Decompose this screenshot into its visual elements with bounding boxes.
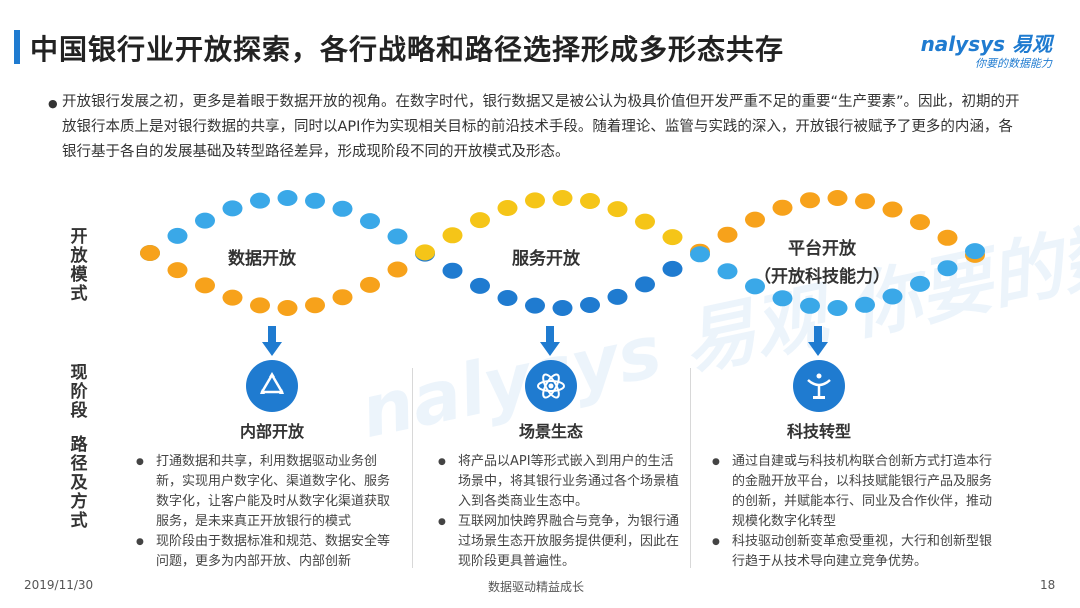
list-item: 互联网加快跨界融合与竞争，为银行通过场景生态开放服务提供便利，因此在现阶段更具普… <box>438 512 682 572</box>
down-arrow-icon <box>808 326 828 356</box>
page-title: 中国银行业开放探索，各行战略和路径选择形成多形态共存 <box>30 33 785 66</box>
helix-dot <box>855 193 875 210</box>
list-item: 科技驱动创新变革愈受重视，大行和创新型银行趋于从技术导向建立竞争优势。 <box>712 532 994 572</box>
helix-dot <box>442 227 463 244</box>
helix-dot <box>827 300 848 316</box>
column-title-tech: 科技转型 <box>786 422 851 441</box>
row-label-mode: 开放模式 <box>70 227 88 304</box>
list-item: 将产品以API等形式嵌入到用户的生活场景中，将其银行业务通过各个场景植入到各类商… <box>438 452 682 512</box>
helix-dot <box>140 245 160 261</box>
page-number: 18 <box>1040 578 1056 592</box>
helix-dot <box>167 227 188 244</box>
logo-text: nalysys 易观 <box>920 32 1052 56</box>
helix-dot <box>470 277 490 294</box>
helix-dot <box>470 212 490 229</box>
helix-dot <box>222 289 243 306</box>
satellite-icon <box>793 360 845 412</box>
helix-dot <box>662 260 683 277</box>
helix-dot <box>277 300 298 316</box>
helix-dot <box>277 190 298 206</box>
helix-dot <box>745 278 765 295</box>
footer-date: 2019/11/30 <box>24 578 94 592</box>
helix-dot <box>580 193 600 209</box>
helix-dot <box>882 201 903 218</box>
internal-bullet-list: 打通数据和共享，利用数据驱动业务创新，实现用户数字化、渠道数字化、服务数字化，让… <box>136 452 398 572</box>
intro-paragraph: ● 开放银行发展之初，更多是着眼于数据开放的视角。在数字时代，银行数据又是被公认… <box>48 90 1022 165</box>
logo-tagline: 你要的数据能力 <box>975 57 1052 70</box>
down-arrow-icon <box>540 326 560 356</box>
helix-dot <box>222 200 243 217</box>
helix-dot <box>305 192 325 209</box>
helix-dot <box>305 297 325 314</box>
helix-dot <box>332 200 353 217</box>
helix-dot <box>195 212 215 229</box>
helix-dot <box>497 200 518 216</box>
helix-dot <box>525 297 545 314</box>
helix-dot <box>690 246 710 263</box>
down-arrow-icon <box>262 326 282 356</box>
helix-dot <box>525 192 545 209</box>
helix-dot <box>772 199 793 216</box>
list-item: 打通数据和共享，利用数据驱动业务创新，实现用户数字化、渠道数字化、服务数字化，让… <box>136 452 398 532</box>
tech-bullet-list: 通过自建或与科技机构联合创新方式打造本行的金融开放平台，以科技赋能银行产品及服务… <box>712 452 994 572</box>
helix-dot <box>937 260 958 277</box>
helix-dot <box>415 244 435 261</box>
helix-dot <box>937 229 958 246</box>
helix-dot <box>745 211 765 228</box>
helix-dot <box>910 275 930 292</box>
list-item: 现阶段由于数据标准和规范、数据安全等问题，更多为内部开放、内部创新 <box>136 532 398 572</box>
mode-service-open: 服务开放 <box>512 249 580 269</box>
helix-dot <box>360 213 380 230</box>
helix-dot <box>882 288 903 305</box>
mode-data-open: 数据开放 <box>228 249 296 269</box>
helix-dot <box>552 300 573 316</box>
mode-platform-sub: （开放科技能力） <box>754 267 890 287</box>
recycle-icon <box>246 360 298 412</box>
helix-dot <box>580 297 600 313</box>
helix-dot <box>800 192 820 209</box>
helix-dot <box>910 214 930 231</box>
helix-dot <box>827 190 848 206</box>
helix-dot <box>607 288 628 305</box>
helix-dot <box>800 297 820 314</box>
helix-dot <box>442 262 463 279</box>
column-divider <box>690 368 691 568</box>
column-divider <box>412 368 413 568</box>
helix-dot <box>250 192 270 209</box>
title-accent-bar <box>14 30 20 64</box>
helix-dot <box>635 213 655 230</box>
helix-dot <box>387 228 408 245</box>
helix-dot <box>717 263 738 280</box>
helix-dot <box>552 190 573 206</box>
intro-text: 开放银行发展之初，更多是着眼于数据开放的视角。在数字时代，银行数据又是被公认为极… <box>62 94 1020 160</box>
helix-dot <box>662 229 683 246</box>
helix-dot <box>965 243 985 260</box>
helix-dot <box>717 226 738 243</box>
helix-dot <box>497 290 518 306</box>
column-title-scene: 场景生态 <box>518 422 583 441</box>
helix-dot <box>387 261 408 278</box>
helix-dot <box>167 262 188 279</box>
helix-dot <box>635 276 655 293</box>
scene-bullet-list: 将产品以API等形式嵌入到用户的生活场景中，将其银行业务通过各个场景植入到各类商… <box>438 452 682 572</box>
helix-dot <box>360 276 380 293</box>
row-label-stage: 现阶段 <box>70 363 88 421</box>
footer-slogan: 数据驱动精益成长 <box>488 580 585 594</box>
column-title-internal: 内部开放 <box>239 422 304 441</box>
row-label-path: 路径及方式 <box>70 435 88 531</box>
helix-dot <box>855 296 875 313</box>
helix-dot <box>772 290 793 307</box>
atom-icon <box>525 360 577 412</box>
mode-platform-open: 平台开放 <box>788 239 856 259</box>
helix-dot <box>332 289 353 306</box>
helix-dot <box>250 297 270 314</box>
bullet-icon: ● <box>48 97 58 110</box>
helix-dot <box>195 277 215 294</box>
list-item: 通过自建或与科技机构联合创新方式打造本行的金融开放平台，以科技赋能银行产品及服务… <box>712 452 994 532</box>
brand-logo: nalysys 易观 你要的数据能力 <box>921 28 1052 71</box>
helix-dot <box>607 201 628 218</box>
